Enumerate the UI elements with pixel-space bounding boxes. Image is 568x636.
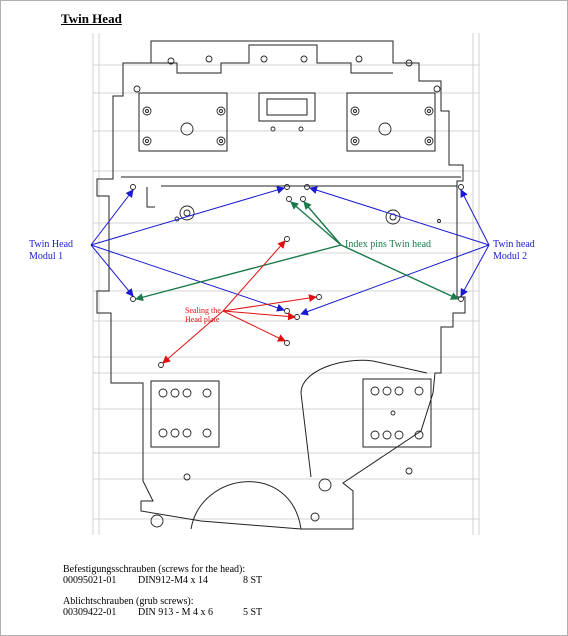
upper-screws <box>143 107 433 145</box>
label-twin-head-modul-2-line2: Modul 2 <box>493 251 535 263</box>
label-twin-head-modul-2-line1: Twin head <box>493 239 535 251</box>
screws-quantity: 8 ST <box>243 575 262 586</box>
label-twin-head-modul-1-line2: Modul 1 <box>29 251 73 263</box>
construction-lines <box>93 33 479 535</box>
label-twin-head-modul-2: Twin head Modul 2 <box>493 239 535 263</box>
sealing-arrows <box>163 241 316 363</box>
screws-part-number: 00095021-01 <box>63 575 116 586</box>
label-sealing-line2: Head plate <box>185 315 221 324</box>
label-twin-head-modul-1-line1: Twin Head <box>29 239 73 251</box>
screws-spec: DIN912-M4 x 14 <box>138 575 208 586</box>
label-twin-head-modul-1: Twin Head Modul 1 <box>29 239 73 263</box>
lower-screws <box>159 387 423 439</box>
holes <box>131 56 464 527</box>
screws-heading: Befestigungsschrauben (screws for the he… <box>63 564 245 575</box>
grub-heading: Ablichtschrauben (grub screws): <box>63 596 194 607</box>
grub-quantity: 5 ST <box>243 607 262 618</box>
grub-part-number: 00309422-01 <box>63 607 116 618</box>
label-sealing: Sealing the Head plate <box>185 306 221 324</box>
label-index-pins: Index pins Twin head <box>345 239 431 251</box>
plate-outline <box>97 41 465 529</box>
label-sealing-line1: Sealing the <box>185 306 221 315</box>
grub-spec: DIN 913 - M 4 x 6 <box>138 607 213 618</box>
technical-drawing <box>1 1 567 561</box>
